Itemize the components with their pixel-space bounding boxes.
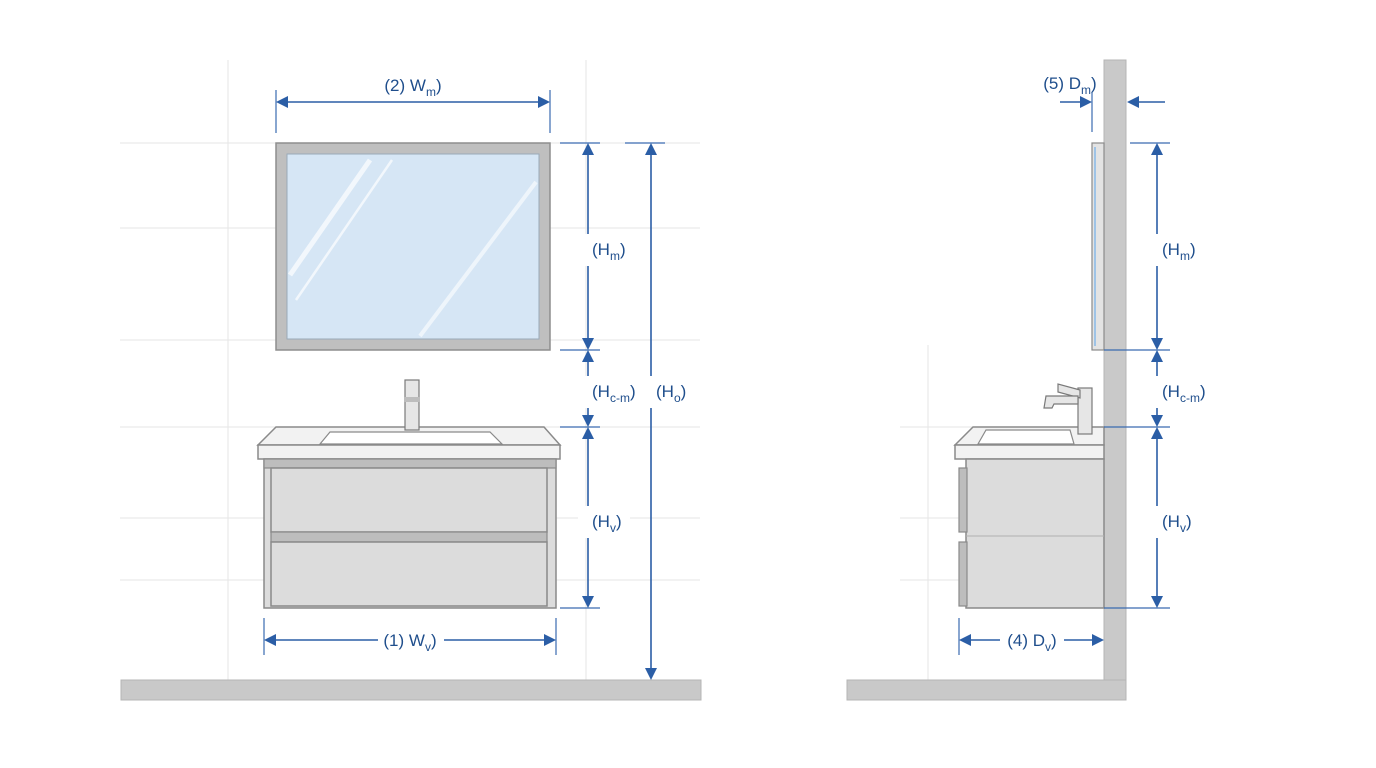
label-clearance-side: (Hc-m) (1162, 382, 1206, 405)
dim-clearance-side: (Hc-m) (1147, 350, 1213, 427)
label-clearance: (Hc-m) (592, 382, 636, 405)
side-view: (5) Dm) (Hm) (Hc-m) (846, 59, 1213, 701)
label-overall-height: (Ho) (656, 382, 686, 405)
label-mirror-depth: (5) Dm) (1043, 74, 1096, 97)
front-view: (2) Wm) (Hm) (Hc-m) (120, 60, 702, 701)
mirror-front (275, 142, 551, 351)
dim-vanity-width: (1) Wv) (263, 618, 557, 655)
faucet-icon-side (1043, 383, 1093, 435)
label-mirror-height-side: (Hm) (1162, 240, 1196, 263)
mirror-side (1091, 142, 1105, 351)
label-vanity-height: (Hv) (592, 512, 622, 535)
label-vanity-height-side: (Hv) (1162, 512, 1192, 535)
basin-icon-side (976, 429, 1075, 445)
dim-mirror-depth: (5) Dm) (1043, 74, 1165, 132)
dim-vanity-height-side: (Hv) (1147, 427, 1199, 608)
dim-overall-height: (Ho) (644, 143, 694, 680)
label-mirror-width: (2) Wm) (384, 76, 441, 99)
dim-vanity-height: (Hv) (578, 427, 630, 608)
floor-front (120, 679, 702, 701)
basin-icon (318, 431, 504, 445)
label-mirror-height: (Hm) (592, 240, 626, 263)
vanity-front (256, 379, 562, 609)
dim-mirror-height-side: (Hm) (1147, 143, 1205, 350)
faucet-icon (404, 379, 420, 431)
wall-side (1103, 59, 1127, 701)
label-vanity-width: (1) Wv) (383, 631, 436, 654)
dim-clearance: (Hc-m) (578, 350, 642, 427)
label-vanity-depth: (4) Dv) (1007, 631, 1056, 654)
dim-vanity-depth: (4) Dv) (958, 618, 1104, 655)
dim-mirror-height: (Hm) (578, 143, 636, 350)
dim-mirror-width: (2) Wm) (275, 76, 551, 133)
floor-side (846, 679, 1127, 701)
vanity-side (953, 383, 1105, 609)
